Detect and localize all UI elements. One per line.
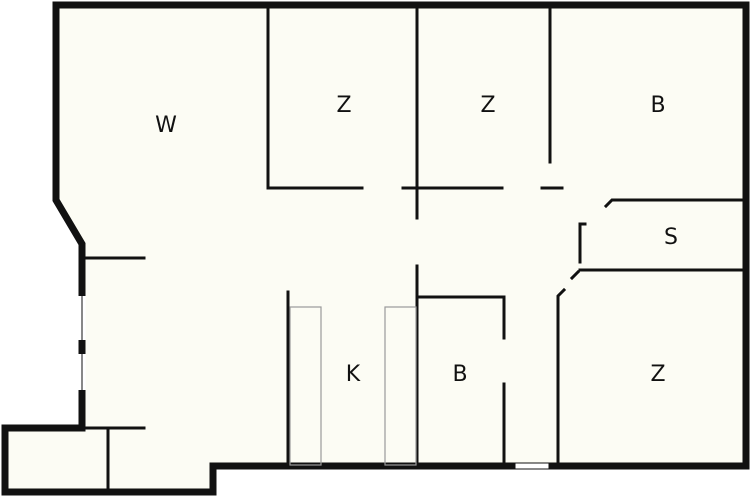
room-label-bathroom-2: B [452,362,467,387]
room-label-bedroom-1: Z [336,93,351,118]
room-label-bathroom-1: B [650,93,665,118]
room-labels: W Z Z B S K B Z [155,93,678,387]
room-label-bedroom-3: Z [650,362,665,387]
counter [289,306,322,466]
entrance-door [514,462,550,470]
room-label-bedroom-2: Z [480,93,495,118]
wall [556,287,567,468]
floor-area [5,5,746,492]
windows [78,296,86,390]
room-label-storage: S [664,225,678,250]
interior-walls [84,6,748,494]
wall [569,269,581,281]
kitchen-counters [289,306,417,466]
room-label-living: W [155,113,177,138]
room-label-kitchen: K [346,362,361,387]
wall [603,198,748,209]
wall [578,222,587,264]
counter [384,306,417,466]
